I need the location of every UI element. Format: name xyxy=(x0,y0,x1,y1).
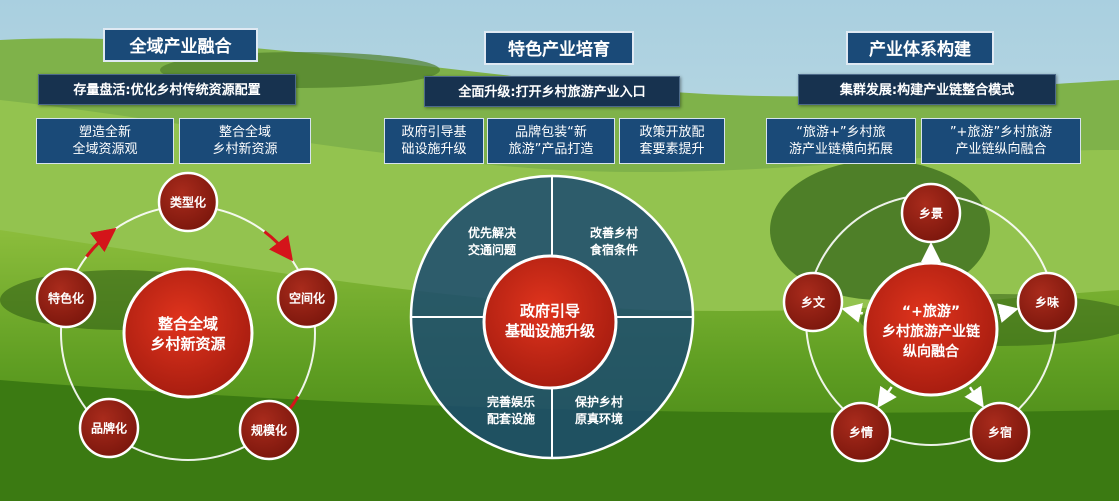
middle-wheel: 优先解决 交通问题 改善乡村 食宿条件 完善娱乐 配套设施 保护乡村 原真环境 … xyxy=(409,174,695,460)
right-node-1 xyxy=(900,182,962,244)
right-node-label-2: 乡味 xyxy=(1035,295,1059,310)
right-center-line-3: 纵向融合 xyxy=(903,343,960,360)
right-node-3 xyxy=(969,401,1031,463)
right-spoke-arrow-5 xyxy=(841,303,864,323)
quadrant-br-line-1: 保护乡村 xyxy=(574,394,623,409)
left-center-circle xyxy=(122,267,254,399)
right-center-line-1: “+旅游” xyxy=(902,303,960,320)
right-box-2: ”+旅游”乡村旅游 产业链纵向融合 xyxy=(921,118,1081,164)
quadrant-bl-line-1: 完善娱乐 xyxy=(487,394,535,409)
right-spoke-arrow-2 xyxy=(997,303,1019,323)
right-center-circle xyxy=(863,261,999,397)
left-node-4 xyxy=(78,397,140,459)
right-node-label-4: 乡情 xyxy=(849,425,873,440)
middle-box-3: 政策开放配 套要素提升 xyxy=(619,118,725,164)
right-spoke-arrows xyxy=(841,242,1019,409)
quadrant-bl-line-2: 配套设施 xyxy=(487,411,535,426)
left-title: 全域产业融合 xyxy=(103,28,258,62)
left-center-line-2: 乡村新资源 xyxy=(150,335,225,353)
quadrant-tr-line-2: 食宿条件 xyxy=(589,242,638,257)
right-node-2 xyxy=(1016,271,1078,333)
left-node-3 xyxy=(238,399,300,461)
right-node-label-5: 乡文 xyxy=(801,295,826,310)
middle-center-line-2: 基础设施升级 xyxy=(504,322,596,340)
left-node-2 xyxy=(276,267,338,329)
quadrant-tr-line-1: 改善乡村 xyxy=(590,225,638,240)
middle-box-1: 政府引导基 础设施升级 xyxy=(384,118,484,164)
middle-title: 特色产业培育 xyxy=(484,31,634,65)
middle-center-circle xyxy=(482,254,618,390)
right-spoke-arrow-4 xyxy=(877,385,897,409)
left-cycle-arrow-2 xyxy=(263,230,294,262)
right-box-1: “旅游+”乡村旅 游产业链横向拓展 xyxy=(766,118,916,164)
left-node-label-4: 品牌化 xyxy=(91,421,127,436)
left-subtitle: 存量盘活:优化乡村传统资源配置 xyxy=(38,74,296,105)
left-center-line-1: 整合全域 xyxy=(158,315,218,333)
quadrant-br-line-2: 原真环境 xyxy=(575,411,623,426)
right-subtitle: 集群发展:构建产业链整合模式 xyxy=(798,74,1056,105)
quadrant-tl-line-1: 优先解决 xyxy=(468,225,517,240)
right-node-label-3: 乡宿 xyxy=(988,425,1012,440)
left-node-5 xyxy=(35,267,97,329)
left-box-2: 整合全域 乡村新资源 xyxy=(179,118,311,164)
right-node-5 xyxy=(782,271,844,333)
right-spoke-arrow-3 xyxy=(964,385,984,408)
middle-box-2: 品牌包装“新 旅游”产品打造 xyxy=(487,118,615,164)
left-node-label-5: 特色化 xyxy=(48,291,84,306)
left-node-label-3: 规模化 xyxy=(251,423,287,438)
right-center-line-2: 乡村旅游产业链 xyxy=(882,323,981,340)
quadrant-tl-line-2: 交通问题 xyxy=(468,242,517,257)
right-title: 产业体系构建 xyxy=(846,31,994,65)
left-box-1: 塑造全新 全域资源观 xyxy=(36,118,174,164)
left-node-1 xyxy=(157,171,219,233)
left-cycle-arrow-5 xyxy=(85,227,117,258)
left-node-label-2: 空间化 xyxy=(289,291,325,306)
middle-center-line-1: 政府引导 xyxy=(520,302,580,320)
left-node-label-1: 类型化 xyxy=(170,195,206,210)
middle-subtitle: 全面升级:打开乡村旅游产业入口 xyxy=(424,76,680,107)
right-node-label-1: 乡景 xyxy=(919,206,943,221)
right-node-4 xyxy=(830,401,892,463)
